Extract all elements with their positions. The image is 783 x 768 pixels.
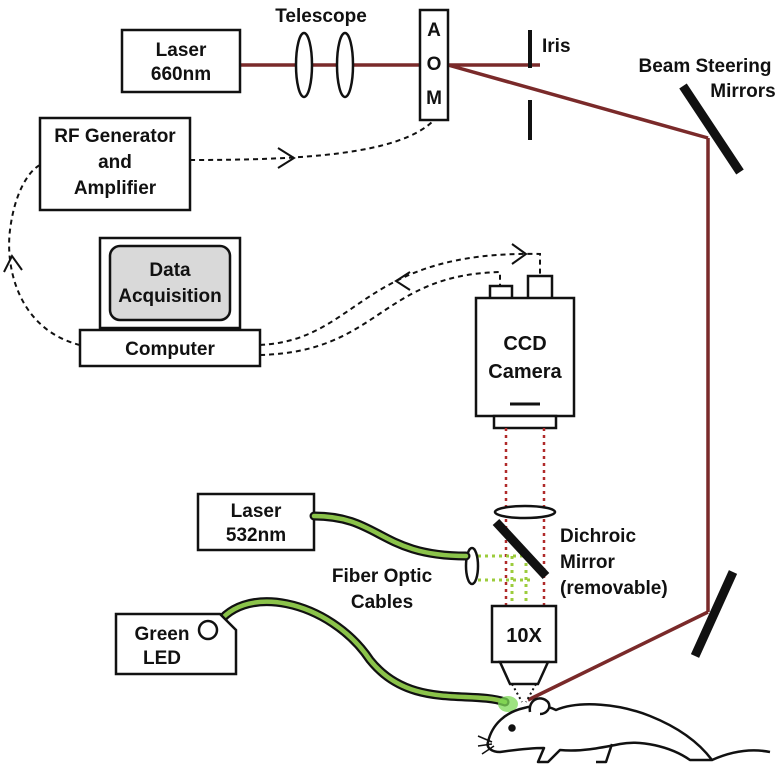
arrow-rf-aom	[277, 147, 296, 169]
laser-660-label: Laser	[156, 40, 207, 61]
telescope-label: Telescope	[275, 6, 367, 27]
rat-tail	[711, 749, 771, 762]
laser-660-wavelength: 660nm	[151, 64, 211, 85]
iris-label: Iris	[542, 36, 571, 57]
removable-label: (removable)	[560, 578, 668, 599]
rf-to-aom-line	[189, 119, 435, 161]
rat-back-leg	[596, 743, 614, 764]
objective-tip	[498, 660, 550, 686]
laser-532-wavelength: 532nm	[226, 525, 286, 546]
beam-steering-label: Beam Steering	[638, 56, 771, 77]
rat-eye	[508, 724, 516, 732]
iris: Iris	[528, 30, 571, 140]
computer: Data Acquisition Computer	[78, 236, 262, 368]
laser-532nm-box: Laser 532nm	[196, 492, 316, 552]
fiber-optic-label: Fiber Optic	[332, 566, 433, 587]
objective-label: 10X	[506, 625, 542, 647]
green-led-label: Green	[135, 624, 190, 645]
steering-mirror-bottom	[690, 570, 738, 658]
tube-lens	[493, 504, 557, 520]
aom-letter-o: O	[427, 54, 442, 75]
telescope-lens-2	[335, 31, 355, 99]
beam-steering-label-2: Mirrors	[710, 81, 775, 102]
led-port	[197, 619, 219, 641]
computer-base	[78, 328, 262, 368]
dichroic-mirror: Dichroic Mirror (removable)	[492, 518, 668, 599]
rf-generator-box: RF Generator and Amplifier	[38, 116, 192, 212]
cables-label: Cables	[351, 592, 413, 613]
green-led-box: Green LED	[114, 612, 238, 676]
rat-ear	[528, 697, 551, 716]
data-acquisition-label: Data	[149, 260, 191, 281]
laser-660nm-box: Laser 660nm	[120, 28, 242, 94]
rf-amplifier-label: Amplifier	[74, 178, 157, 199]
rat-whiskers	[477, 735, 495, 755]
arrow-computer-ccd	[511, 243, 528, 265]
fiber-laser-532	[309, 511, 471, 561]
rf-generator-label: RF Generator	[54, 126, 176, 147]
led-label: LED	[143, 648, 181, 669]
fiber-green-led	[209, 597, 510, 707]
aom-letter-a: A	[427, 20, 441, 41]
ccd-label: CCD	[503, 333, 546, 355]
aom-letter-m: M	[426, 88, 442, 109]
aom-box: A O M	[418, 8, 450, 122]
laser-beam-path	[240, 63, 710, 702]
signal-lines	[3, 119, 541, 356]
rf-and-label: and	[98, 152, 132, 173]
rat-icon	[477, 697, 771, 764]
arrow-ccd-computer	[394, 271, 411, 291]
green-illumination-path	[478, 554, 530, 606]
telescope: Telescope	[275, 6, 367, 99]
ccd-connector-right	[526, 274, 554, 302]
camera-label: Camera	[488, 361, 562, 383]
laser-532-label: Laser	[231, 501, 282, 522]
computer-to-ccd-line	[259, 252, 541, 346]
objective-10x: 10X	[490, 604, 558, 703]
telescope-lens-1	[294, 31, 314, 99]
dichroic-label: Dichroic	[560, 526, 636, 547]
ccd-camera: CCD Camera	[474, 274, 576, 430]
fiber-optic-cables: Fiber Optic Cables	[209, 511, 510, 707]
beam-steering-mirrors: Beam Steering Mirrors	[638, 56, 776, 658]
led-glow	[498, 696, 518, 712]
computer-label: Computer	[125, 339, 215, 360]
ccd-to-computer-line	[259, 270, 501, 356]
ccd-lens-mount	[492, 414, 558, 430]
arrow-computer-rf	[3, 254, 23, 273]
computer-to-rf-line	[8, 164, 81, 346]
steering-mirror-top	[679, 83, 744, 175]
monitor-screen	[108, 244, 232, 322]
ccd-body	[474, 296, 576, 418]
mirror-label: Mirror	[560, 552, 616, 573]
data-acquisition-label-2: Acquisition	[118, 286, 221, 307]
